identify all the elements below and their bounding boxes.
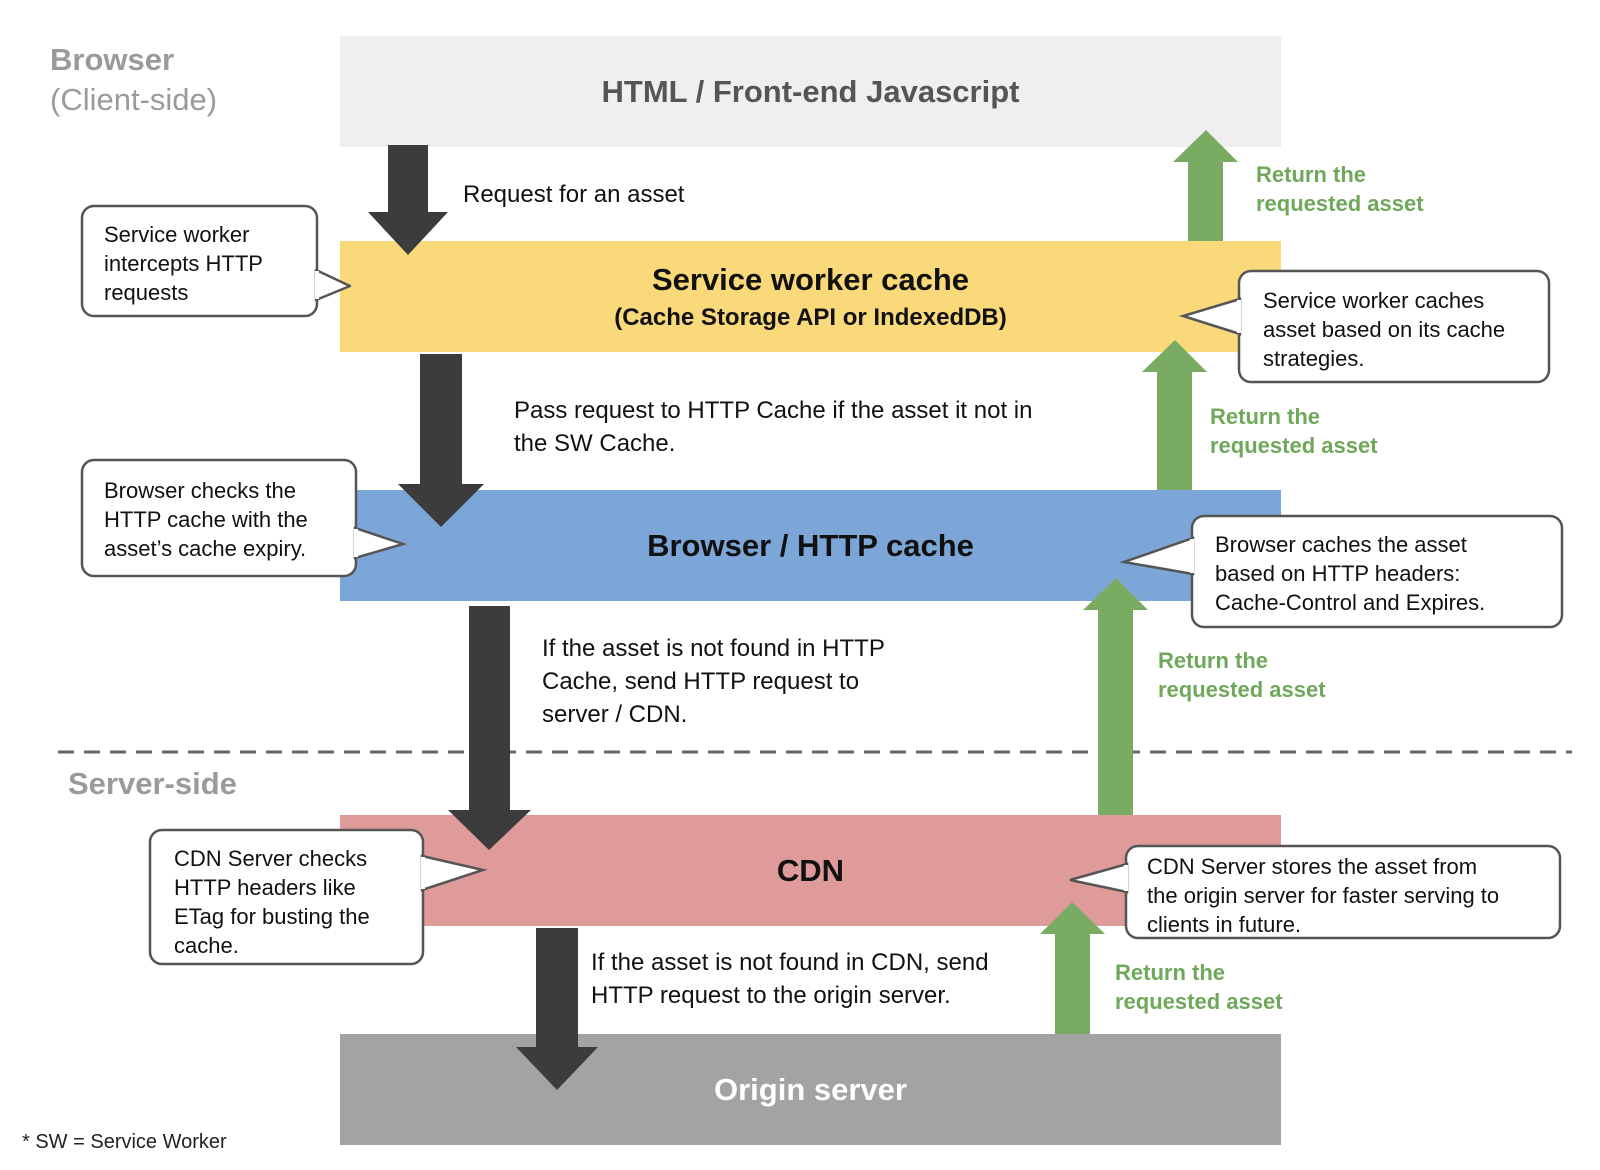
return-label-cdn: Return the requested asset: [1115, 958, 1283, 1016]
return-label-http-cache-line-1: Return the: [1158, 648, 1268, 673]
callout-cdn-checks: CDN Server checks HTTP headers like ETag…: [174, 844, 370, 960]
callout-sw-caches: Service worker caches asset based on its…: [1263, 286, 1505, 373]
sw-cache-title: Service worker cache: [651, 261, 970, 297]
return-label-sw-cache-line-2: requested asset: [1210, 433, 1378, 458]
callout-browser-checks-line-3: asset’s cache expiry.: [104, 536, 307, 561]
frontend-layer-label: HTML / Front-end Javascript: [601, 73, 1020, 109]
return-label-sw-cache-line-1: Return the: [1210, 404, 1320, 429]
footnote: * SW = Service Worker: [22, 1131, 227, 1153]
to-origin-down-arrow: [516, 928, 598, 1090]
frontend-layer: HTML / Front-end Javascript: [340, 36, 1281, 147]
return-arrow-sw-cache: [1142, 340, 1207, 490]
callout-cdn-stores: CDN Server stores the asset from the ori…: [1147, 852, 1499, 939]
callout-sw-intercepts-line-2: intercepts HTTP: [104, 251, 263, 276]
callout-cdn-checks-line-2: HTTP headers like: [174, 875, 356, 900]
to-origin-line-2: HTTP request to the origin server.: [591, 982, 951, 1009]
callout-sw-intercepts-line-3: requests: [104, 280, 189, 305]
pass-to-http-down-arrow: [398, 354, 484, 527]
callout-browser-caches-line-2: based on HTTP headers:: [1215, 561, 1461, 586]
return-label-frontend: Return the requested asset: [1256, 160, 1424, 218]
return-label-cdn-line-2: requested asset: [1115, 989, 1283, 1014]
callout-sw-caches-line-3: strategies.: [1263, 346, 1365, 371]
callout-cdn-stores-line-1: CDN Server stores the asset from: [1147, 854, 1478, 879]
callout-browser-caches: Browser caches the asset based on HTTP h…: [1215, 530, 1485, 617]
callout-sw-intercepts-line-1: Service worker: [104, 222, 250, 247]
return-arrow-http-cache: [1083, 578, 1148, 815]
http-cache-label: Browser / HTTP cache: [647, 527, 974, 563]
request-asset-text: Request for an asset: [463, 181, 685, 208]
pass-to-http-line-2: the SW Cache.: [514, 430, 676, 457]
origin-server-layer: Origin server: [340, 1034, 1281, 1145]
callout-browser-checks-line-1: Browser checks the: [104, 478, 296, 503]
callout-browser-checks-bubble: [80, 458, 408, 578]
to-server-line-3: server / CDN.: [542, 701, 688, 728]
callout-browser-caches-line-1: Browser caches the asset: [1215, 532, 1467, 557]
callout-browser-caches-line-3: Cache-Control and Expires.: [1215, 590, 1486, 615]
callout-sw-caches-line-1: Service worker caches: [1263, 288, 1485, 313]
callout-sw-caches-line-2: asset based on its cache: [1263, 317, 1506, 342]
callout-cdn-stores-bubble: [1069, 844, 1562, 940]
return-label-http-cache: Return the requested asset: [1158, 646, 1326, 704]
callout-cdn-checks-line-3: ETag for busting the: [174, 904, 370, 929]
origin-server-label: Origin server: [714, 1071, 907, 1107]
to-server-down-arrow: [448, 606, 531, 850]
callout-browser-caches-bubble: [1119, 514, 1564, 629]
to-origin-text: If the asset is not found in CDN, send H…: [591, 946, 989, 1012]
return-label-frontend-line-1: Return the: [1256, 162, 1366, 187]
callout-cdn-checks-bubble: [148, 828, 488, 966]
callout-sw-intercepts-bubble: [80, 204, 352, 318]
browser-section-title: Browser: [50, 42, 175, 77]
server-section-title: Server-side: [68, 766, 237, 801]
callout-sw-caches-bubble: [1178, 269, 1551, 384]
pass-to-http-line-1: Pass request to HTTP Cache if the asset …: [514, 397, 1033, 424]
http-cache-layer: Browser / HTTP cache: [340, 490, 1281, 601]
browser-section-subtitle: (Client-side): [50, 82, 218, 117]
callout-cdn-checks-line-4: cache.: [174, 933, 239, 958]
sw-cache-subtitle: (Cache Storage API or IndexedDB): [614, 303, 1007, 331]
callout-browser-checks-line-2: HTTP cache with the: [104, 507, 308, 532]
cdn-label: CDN: [776, 852, 845, 888]
to-server-text: If the asset is not found in HTTP Cache,…: [542, 632, 885, 731]
return-label-sw-cache: Return the requested asset: [1210, 402, 1378, 460]
return-label-cdn-line-1: Return the: [1115, 960, 1225, 985]
pass-to-http-text: Pass request to HTTP Cache if the asset …: [514, 394, 1032, 460]
callout-sw-intercepts: Service worker intercepts HTTP requests: [104, 220, 263, 307]
to-server-line-2: Cache, send HTTP request to: [542, 668, 860, 695]
callout-cdn-checks-line-1: CDN Server checks: [174, 846, 368, 871]
service-worker-cache-layer: Service worker cache (Cache Storage API …: [340, 241, 1281, 352]
return-label-http-cache-line-2: requested asset: [1158, 677, 1326, 702]
callout-browser-checks: Browser checks the HTTP cache with the a…: [104, 476, 308, 563]
callout-cdn-stores-line-2: the origin server for faster serving to: [1147, 883, 1500, 908]
callout-cdn-stores-line-3: clients in future.: [1147, 912, 1302, 937]
return-label-frontend-line-2: requested asset: [1256, 191, 1424, 216]
request-down-arrow: [368, 145, 448, 255]
return-arrow-cdn: [1040, 902, 1105, 1034]
to-server-line-1: If the asset is not found in HTTP: [542, 635, 885, 662]
return-arrow-frontend: [1173, 130, 1238, 241]
to-origin-line-1: If the asset is not found in CDN, send: [591, 949, 989, 976]
